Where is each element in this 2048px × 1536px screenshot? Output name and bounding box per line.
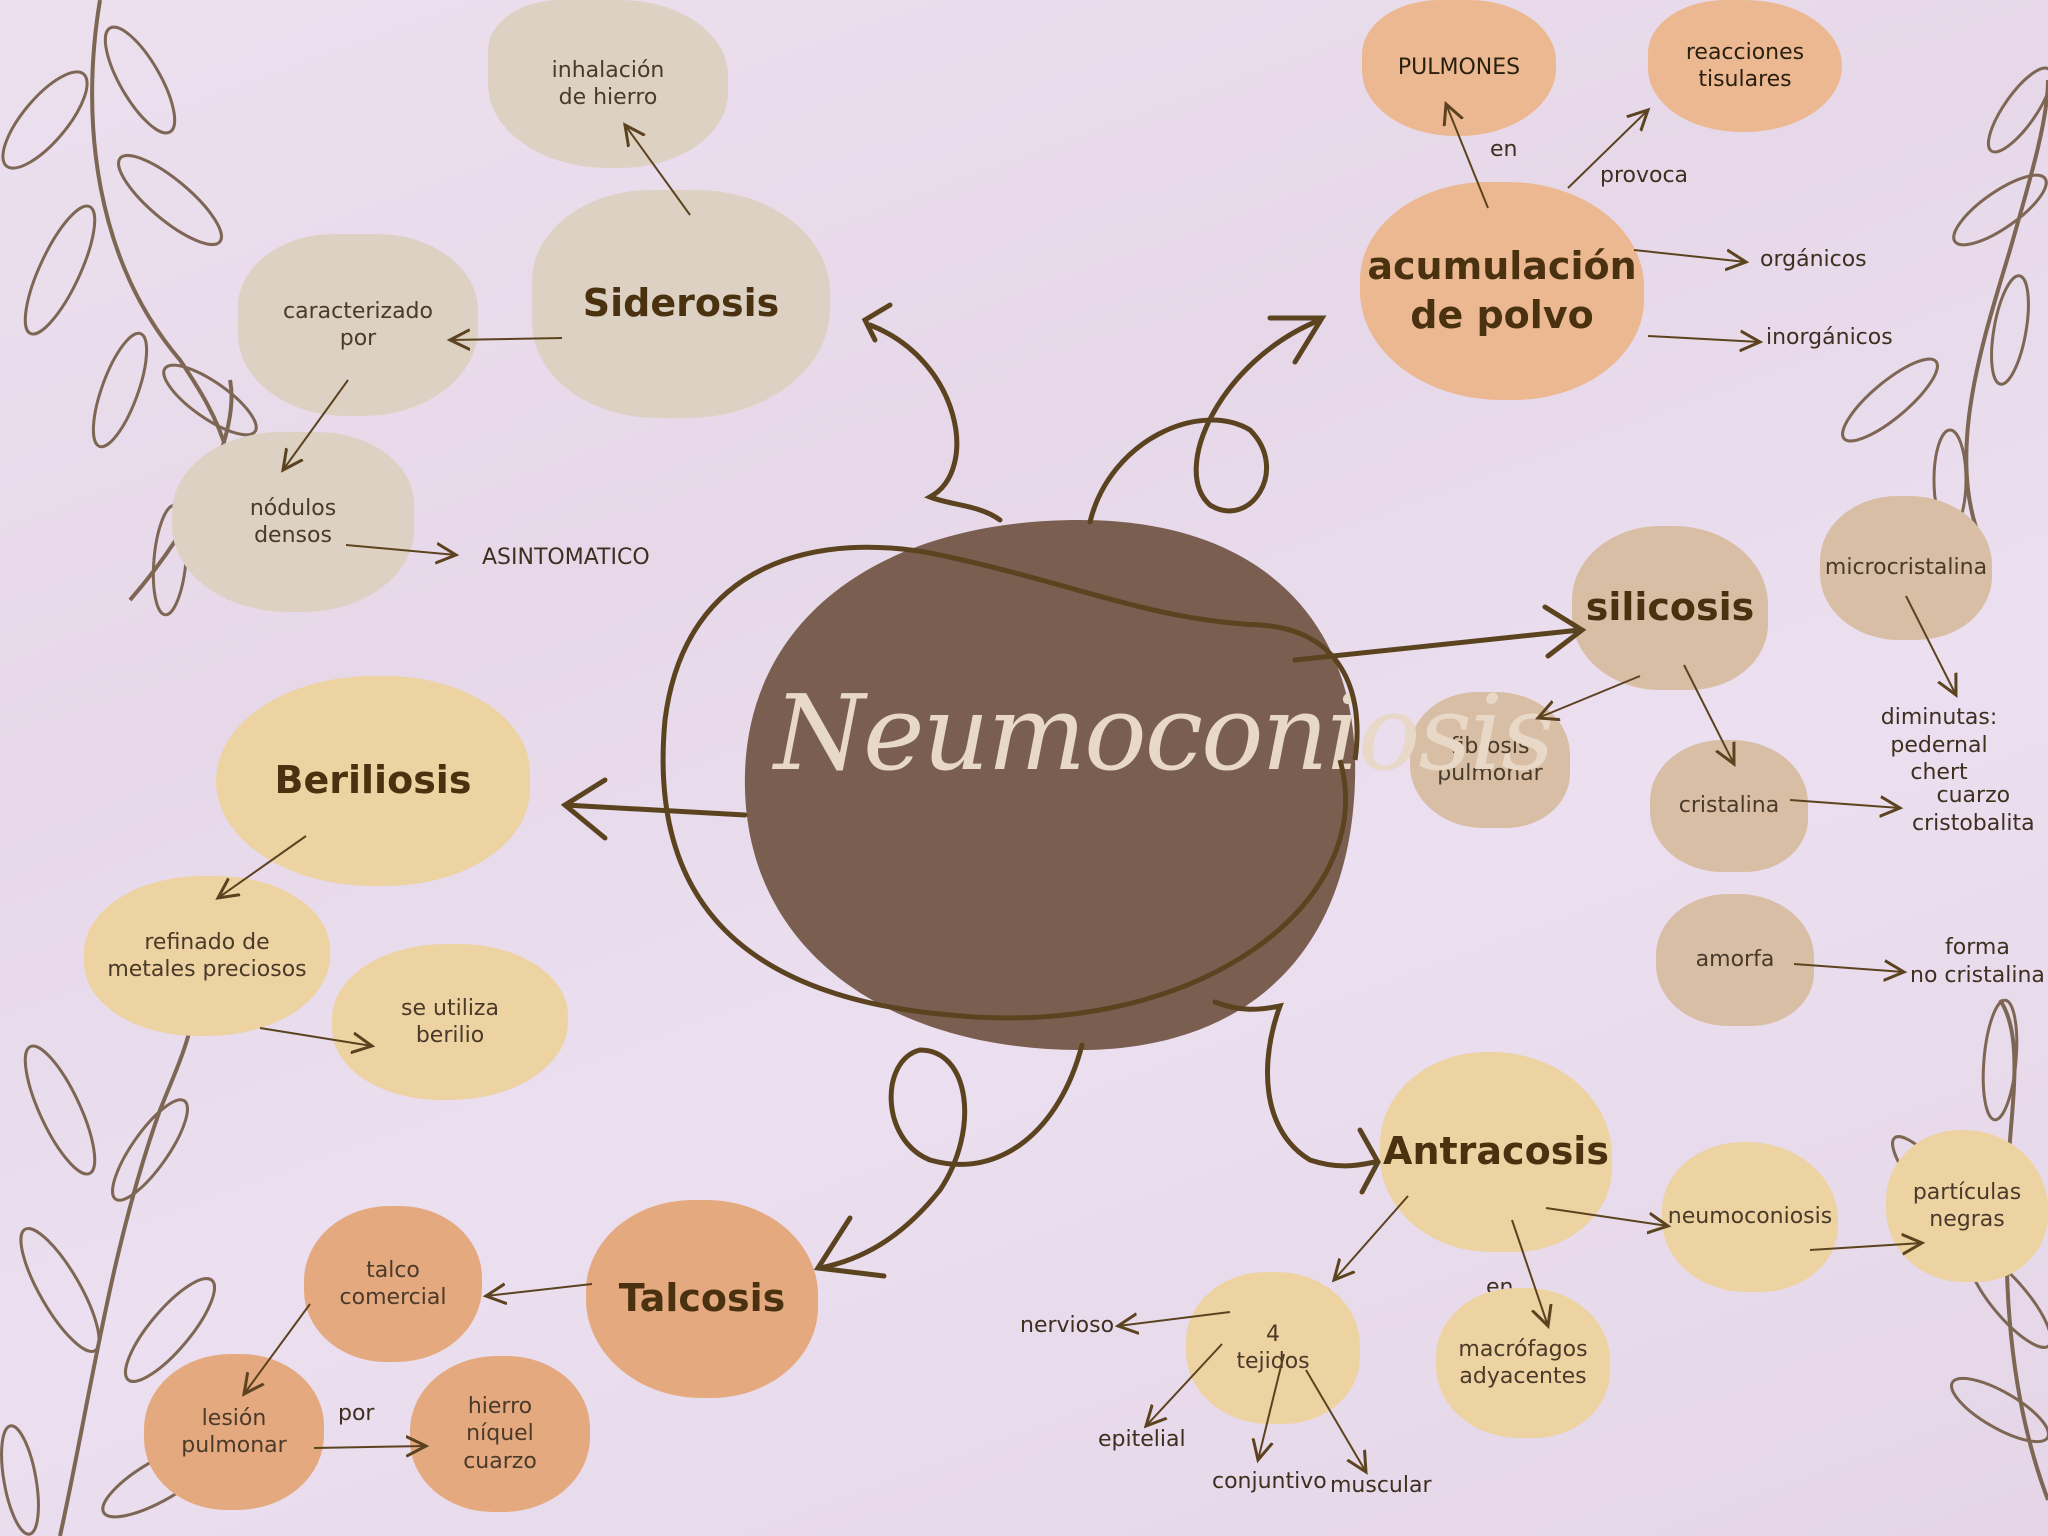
- conjuntivo-text: conjuntivo: [1212, 1469, 1327, 1494]
- neumoconiosis-node: neumoconiosis: [1662, 1142, 1838, 1292]
- macrofagos-node: macrófagos adyacentes: [1436, 1288, 1610, 1438]
- epitelial-text: epitelial: [1098, 1427, 1186, 1452]
- arrow-to-talcosis: [817, 1042, 1085, 1271]
- macrofagos-label: macrófagos adyacentes: [1458, 1336, 1588, 1390]
- asintomatico-text: ASINTOMATICO: [482, 545, 650, 570]
- siderosis-title: Siderosis: [582, 281, 780, 326]
- talcosis-node[interactable]: Talcosis: [586, 1200, 818, 1398]
- en-text-1: en: [1490, 137, 1518, 162]
- talco-node: talco comercial: [304, 1206, 482, 1362]
- reacciones-node: reacciones tisulares: [1648, 0, 1842, 132]
- diminutas-text: diminutas: pedernal chert: [1880, 705, 1998, 785]
- microcristalina-label: microcristalina: [1824, 555, 1988, 581]
- refinado-label: refinado de metales preciosos: [107, 929, 307, 983]
- beriliosis-node[interactable]: Beriliosis: [216, 676, 530, 886]
- center-swirl: [660, 544, 1360, 1021]
- arrowhead-silicosis: [1542, 604, 1587, 659]
- provoca-text: provoca: [1600, 163, 1689, 188]
- center-title: Neumoconiosis: [774, 672, 1554, 794]
- inhalacion-label: inhalación de hierro: [551, 57, 665, 111]
- arrowhead-antracosis: [1357, 1127, 1381, 1195]
- pulmones-label: PULMONES: [1397, 55, 1521, 81]
- inhalacion-node: inhalación de hierro: [488, 0, 728, 168]
- talco-label: talco comercial: [339, 1257, 447, 1311]
- arrow-to-acumulacion: [1087, 317, 1323, 525]
- tejidos-label: 4 tejidos: [1236, 1321, 1310, 1375]
- nodulos-label: nódulos densos: [249, 495, 337, 549]
- particulas-label: partículas negras: [1912, 1179, 2022, 1233]
- beriliosis-title: Beriliosis: [274, 758, 472, 803]
- forma-text: forma no cristalina: [1910, 935, 2045, 988]
- arrow-to-siderosis: [867, 322, 1003, 523]
- arrowhead-beriliosis: [560, 777, 608, 841]
- reacciones-label: reacciones tisulares: [1685, 39, 1805, 93]
- lesion-node: lesión pulmonar: [144, 1354, 324, 1510]
- cristalina-label: cristalina: [1678, 793, 1780, 819]
- arrowhead-acumulacion: [1267, 315, 1327, 365]
- silicosis-title: silicosis: [1585, 585, 1755, 630]
- hierro-label: hierro níquel cuarzo: [463, 1393, 537, 1474]
- arrow-to-antracosis: [1212, 999, 1378, 1169]
- lesion-label: lesión pulmonar: [181, 1405, 287, 1459]
- cristalina-node: cristalina: [1650, 740, 1808, 872]
- center-blob: [744, 520, 1356, 1050]
- caracterizado-node: caracterizado por: [238, 234, 478, 416]
- fibrosis-label: fibrosis pulmonar: [1437, 733, 1543, 787]
- hierro-node: hierro níquel cuarzo: [410, 1356, 590, 1512]
- arrowhead-siderosis: [861, 302, 893, 343]
- arrow-to-beriliosis: [562, 802, 748, 818]
- antracosis-title: Antracosis: [1383, 1129, 1609, 1174]
- organicos-text: orgánicos: [1760, 247, 1867, 272]
- neumoconiosis-label: neumoconiosis: [1667, 1204, 1833, 1230]
- muscular-text: muscular: [1330, 1473, 1432, 1498]
- antracosis-node[interactable]: Antracosis: [1380, 1052, 1612, 1252]
- siderosis-node[interactable]: Siderosis: [532, 190, 830, 418]
- refinado-node: refinado de metales preciosos: [84, 876, 330, 1036]
- arrow-to-silicosis: [1292, 627, 1583, 663]
- acumulacion-node[interactable]: acumulación de polvo: [1360, 182, 1644, 400]
- utiliza-node: se utiliza berilio: [332, 944, 568, 1100]
- caracterizado-label: caracterizado por: [283, 298, 433, 352]
- cuarzo-text: cuarzo cristobalita: [1912, 783, 2035, 836]
- particulas-node: partículas negras: [1886, 1130, 2048, 1282]
- amorfa-node: amorfa: [1656, 894, 1814, 1026]
- acumulacion-title: acumulación de polvo: [1367, 243, 1637, 337]
- amorfa-label: amorfa: [1695, 947, 1775, 973]
- talcosis-title: Talcosis: [618, 1276, 786, 1321]
- utiliza-label: se utiliza berilio: [401, 995, 499, 1049]
- inorganicos-text: inorgánicos: [1766, 325, 1893, 350]
- por-text: por: [338, 1401, 375, 1426]
- nervioso-text: nervioso: [1020, 1313, 1115, 1338]
- silicosis-node[interactable]: silicosis: [1572, 526, 1768, 690]
- arrowhead-talcosis: [813, 1215, 887, 1279]
- microcristalina-node: microcristalina: [1820, 496, 1992, 640]
